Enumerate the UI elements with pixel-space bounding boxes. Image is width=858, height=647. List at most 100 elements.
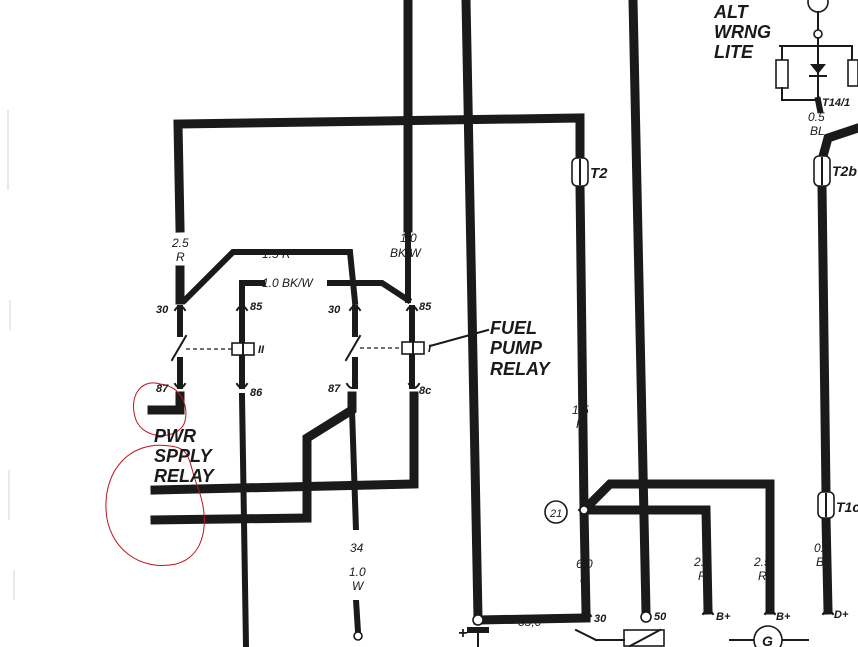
connector-t2b-label: T2b: [832, 163, 857, 179]
wires: [147, 0, 858, 647]
wire-1-0-w: [352, 596, 362, 636]
wire-86-right: [150, 391, 419, 495]
pin-cups: [173, 305, 835, 618]
wire-label: 2.5: [693, 555, 711, 569]
fuel-pump-relay-line-2: PUMP: [490, 338, 543, 358]
annotation-circle-relay-wires: [105, 444, 205, 566]
pin-label: 50: [654, 611, 667, 623]
fuel-pump-relay-line-3: RELAY: [490, 359, 552, 379]
fuel-pump-relay-label: FUEL PUMP RELAY: [490, 318, 552, 379]
fuel-pump-relay-internals: [344, 328, 490, 362]
wire-label: 1.0: [349, 565, 366, 579]
wire-label: R: [580, 571, 589, 585]
pwr-supply-relay-line-3: RELAY: [154, 466, 216, 486]
pin-label: B+: [716, 611, 731, 623]
annotation-circle-87: [132, 382, 187, 437]
warning-lamp-icon: [807, 0, 829, 13]
pwr-supply-relay-label: PWR SPPLY RELAY: [154, 426, 216, 486]
wire-node21-top: [577, 479, 775, 615]
pwr-supply-relay-line-2: SPPLY: [154, 446, 214, 466]
diode-icon: [810, 64, 826, 74]
wire-label: 1.5 R: [262, 247, 291, 261]
pin-label: 30: [328, 304, 341, 316]
resistor-icon: [775, 59, 789, 89]
wire-starter-feed: [461, 0, 483, 623]
wire-1-5-r-right: [575, 181, 591, 617]
connector-t2b: T2b: [813, 155, 857, 187]
pin-labels: 30 85 87 86 30 85 87 8c II I 30 50 B+ B+…: [156, 301, 849, 625]
wire-label: BK/W: [390, 246, 422, 260]
wire-87-left: [147, 391, 185, 415]
pin-label: 30: [594, 613, 607, 625]
pin-label: D+: [834, 609, 849, 621]
pin-label: 30: [156, 304, 169, 316]
wire-1-5-r-bridge: [180, 249, 359, 306]
connector-t2-label: T2: [590, 165, 608, 182]
pin-label: 8c: [419, 385, 431, 397]
wire-label: R: [576, 417, 585, 431]
pin-label: 87: [156, 383, 169, 395]
wire-node21-mid: [579, 505, 713, 615]
wire-label: R: [176, 250, 185, 264]
scan-edge-marks: [7, 110, 15, 600]
generator-label: G: [762, 633, 773, 647]
connector-t1c: T1c: [817, 491, 858, 519]
wire-label: 0.5: [814, 541, 831, 555]
junction-21-label: 21: [549, 508, 562, 520]
connector-34: [350, 530, 363, 641]
alt-warning-line-1: ALT: [713, 2, 750, 22]
connector-t2: T2: [571, 157, 608, 187]
wire-terminal-50: [628, 0, 651, 617]
wire-label: R: [758, 569, 767, 583]
switch-contact-right: [344, 334, 362, 362]
wire-1-0-bkw-85-right: [327, 280, 413, 305]
pin-label: 85: [250, 301, 263, 313]
wire-label: R: [698, 569, 707, 583]
wire-label: BL: [810, 124, 825, 138]
starter-area: + G: [458, 611, 809, 647]
alt-warning-line-3: LITE: [714, 42, 754, 62]
pin-label: B+: [776, 611, 791, 623]
pin-label: II: [258, 344, 265, 356]
pin-label: I: [428, 343, 432, 355]
alt-warning-circuit: [775, 0, 858, 114]
wire-label: 34: [350, 541, 364, 555]
wire-35-0: [473, 613, 591, 625]
pin-label: 87: [328, 383, 341, 395]
wire-87-right-down: [348, 406, 360, 534]
pin-label: 86: [250, 387, 263, 399]
wire-0-5-bl: [816, 123, 858, 166]
wire-label: 2.5: [171, 236, 189, 250]
wire-0-5-bl-down: [817, 181, 831, 497]
alt-warning-line-2: WRNG: [714, 22, 771, 42]
wire-1-0-bkw-85: [239, 280, 265, 305]
wire-label: W: [352, 579, 365, 593]
wire-label: 1.5: [572, 403, 589, 417]
wire-label: BL: [816, 555, 831, 569]
power-supply-relay-internals: [170, 334, 255, 362]
wire-label: 1.0 BK/W: [262, 276, 314, 290]
wire-label: 35,0: [518, 615, 542, 629]
connector-t14-label: T14/1: [822, 97, 850, 109]
fuel-pump-relay-leader: [428, 328, 490, 348]
wire-87-right: [150, 391, 357, 525]
wire-label: 6.0: [576, 557, 593, 571]
red-annotations: [105, 382, 205, 566]
pin-label: 85: [419, 301, 432, 313]
resistor-right-icon: [847, 59, 858, 87]
plus-sign: +: [458, 625, 467, 642]
wire-labels: 2.5 R 1.5 R 1.0 BK/W 1.0 BK/W 1.5 R 6.0 …: [171, 110, 831, 629]
pwr-supply-relay-line-1: PWR: [154, 426, 196, 446]
wire-0-5-bl-lower: [821, 513, 833, 615]
wire-top-bus: [173, 113, 585, 233]
connector-t1c-label: T1c: [836, 499, 858, 515]
fuel-pump-relay-line-1: FUEL: [490, 318, 537, 338]
wire-label: 0.5: [808, 110, 825, 124]
wire-label: 1.0: [400, 231, 417, 245]
junction-21: 21: [544, 500, 589, 524]
wire-label: 2.5: [753, 555, 771, 569]
alt-warning-label: ALT WRNG LITE: [713, 2, 771, 62]
switch-contact-left: [170, 334, 188, 362]
generator-icon: [753, 625, 783, 647]
